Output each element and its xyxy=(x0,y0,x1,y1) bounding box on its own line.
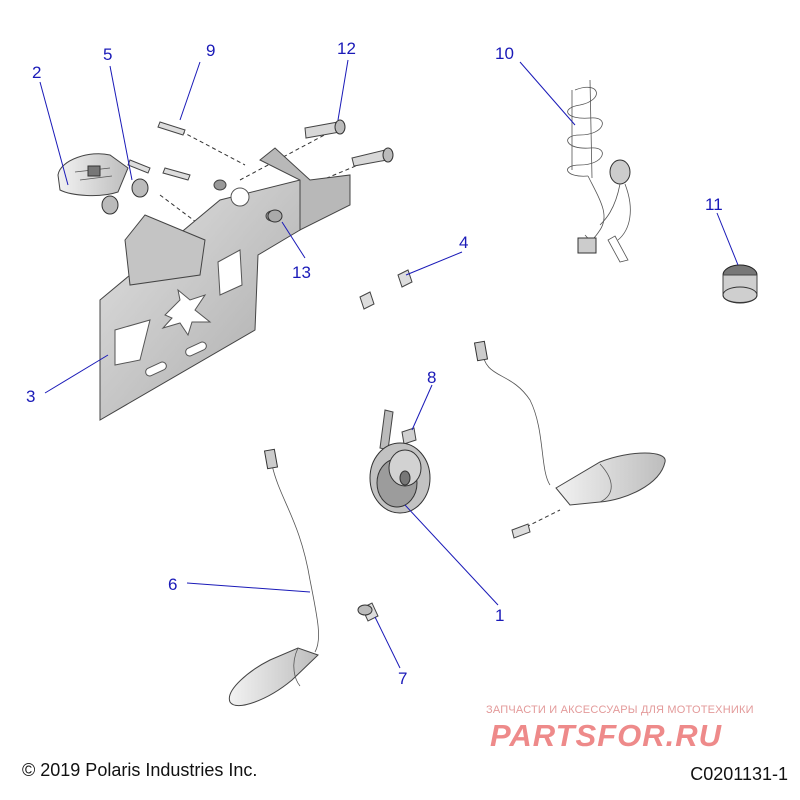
left-turn-signal xyxy=(228,448,319,707)
bracket-screws xyxy=(127,159,191,181)
callout-5: 5 xyxy=(103,45,112,64)
leader-lines xyxy=(39,59,739,669)
callout-3: 3 xyxy=(26,387,35,406)
callout-11: 11 xyxy=(705,195,723,214)
horn xyxy=(369,409,431,514)
callout-8: 8 xyxy=(427,368,436,387)
bolts-12 xyxy=(304,119,394,167)
callout-10: 10 xyxy=(495,44,514,63)
callout-1: 1 xyxy=(495,606,504,625)
spacers xyxy=(101,178,149,215)
nuts-4 xyxy=(359,269,413,310)
horn-bolt xyxy=(401,427,417,445)
copyright-notice: © 2019 Polaris Industries Inc. xyxy=(22,760,258,780)
license-plate-bracket xyxy=(99,147,351,421)
callout-7: 7 xyxy=(398,669,407,688)
watermark-tagline: ЗАПЧАСТИ И АКСЕССУАРЫ ДЛЯ МОТОТЕХНИКИ xyxy=(486,704,754,716)
right-turn-signal xyxy=(473,340,666,539)
callout-4: 4 xyxy=(459,233,468,252)
screw-7 xyxy=(357,602,379,622)
callout-6: 6 xyxy=(168,575,177,594)
wiring-harness-coil xyxy=(567,79,631,263)
callout-12: 12 xyxy=(337,39,356,58)
callout-labels: 2 5 9 12 10 11 4 13 3 8 1 6 7 xyxy=(26,39,723,688)
drawing-number: C0201131-1 xyxy=(690,764,788,784)
license-light-housing xyxy=(57,153,129,197)
watermark-brand: PARTSFOR.RU xyxy=(490,718,723,753)
screw-9 xyxy=(157,121,186,136)
grommet-13 xyxy=(267,209,283,223)
flasher-relay xyxy=(722,264,758,304)
callout-13: 13 xyxy=(292,263,311,282)
callout-2: 2 xyxy=(32,63,41,82)
callout-9: 9 xyxy=(206,41,215,60)
